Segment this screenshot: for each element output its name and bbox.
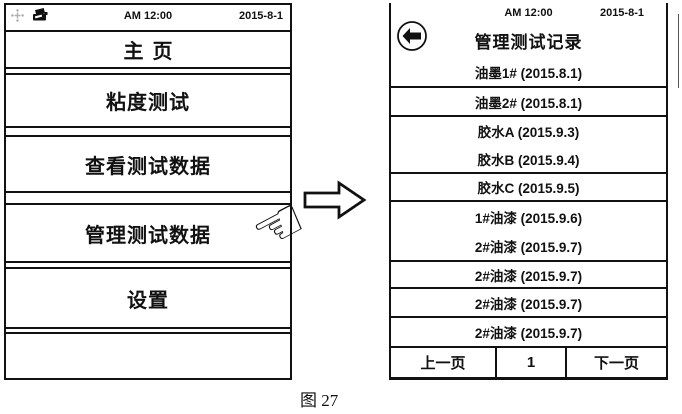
back-arrow-icon (396, 21, 428, 56)
record-label: 2#油漆 (2015.9.7) (474, 296, 583, 312)
clock-time: AM 12:00 (504, 7, 553, 19)
record-row[interactable]: 胶水B (2015.9.4) (391, 145, 666, 174)
menu-item-home[interactable]: 主页 (6, 32, 290, 69)
crosshair-pointer-icon (11, 9, 24, 25)
record-row[interactable]: 胶水C (2015.9.5) (391, 174, 666, 202)
manage-records-screen: AM 12:00 2015-8-1 管理测试记录 油墨1# (2015.8.1)… (389, 3, 668, 380)
printer-icon (31, 7, 49, 26)
status-bar: AM 12:00 2015-8-1 (6, 5, 290, 32)
record-label: 2#油漆 (2015.9.7) (474, 326, 583, 341)
main-menu-screen: AM 12:00 2015-8-1 主页 粘度测试 查看测试数据 管理测试数据 … (4, 3, 292, 380)
record-label: 油墨2# (2015.8.1) (474, 95, 583, 111)
record-label: 2#油漆 (2015.9.7) (474, 240, 583, 255)
next-page-button[interactable]: 下一页 (593, 355, 639, 372)
pagination-bar: 上一页 1 下一页 (391, 348, 666, 377)
prev-page-button[interactable]: 上一页 (420, 355, 466, 372)
status-bar: AM 12:00 2015-8-1 (391, 3, 666, 23)
date: 2015-8-1 (599, 7, 644, 19)
figure-caption: 图 27 (300, 391, 339, 410)
empty-menu-row (6, 332, 290, 378)
menu-item-settings[interactable]: 设置 (6, 267, 290, 329)
record-row[interactable]: 2#油漆 (2015.9.7) (391, 289, 666, 318)
record-label: 油墨1# (2015.8.1) (474, 65, 583, 81)
menu-item-label: 粘度测试 (106, 92, 190, 114)
clock-time: AM 12:00 (123, 10, 173, 22)
record-row[interactable]: 2#油漆 (2015.9.7) (391, 262, 666, 289)
title-bar: 管理测试记录 (391, 20, 666, 57)
record-label: 胶水B (2015.9.4) (477, 152, 580, 168)
menu-item-viscosity-test[interactable]: 粘度测试 (6, 73, 290, 128)
record-label: 2#油漆 (2015.9.7) (474, 268, 583, 284)
record-row[interactable]: 2#油漆 (2015.9.7) (391, 318, 666, 348)
page-title: 管理测试记录 (474, 32, 583, 52)
record-row[interactable]: 油墨1# (2015.8.1) (391, 57, 666, 88)
menu-item-label: 主页 (123, 41, 182, 63)
status-icons (11, 7, 49, 26)
back-button[interactable] (396, 20, 428, 52)
record-label: 胶水A (2015.9.3) (477, 125, 580, 140)
record-row[interactable]: 胶水A (2015.9.3) (391, 117, 666, 145)
record-list: 油墨1# (2015.8.1) 油墨2# (2015.8.1) 胶水A (201… (391, 57, 666, 348)
record-label: 1#油漆 (2015.9.6) (474, 211, 583, 226)
record-row[interactable]: 1#油漆 (2015.9.6) (391, 202, 666, 232)
record-label: 胶水C (2015.9.5) (477, 181, 580, 196)
menu-item-label: 管理测试数据 (85, 224, 211, 247)
menu-item-label: 查看测试数据 (85, 155, 211, 178)
record-row[interactable]: 2#油漆 (2015.9.7) (391, 232, 666, 262)
date: 2015-8-1 (238, 10, 283, 22)
current-page-number: 1 (495, 348, 567, 377)
scan-edge-line (678, 14, 679, 88)
menu-item-view-test-data[interactable]: 查看测试数据 (6, 135, 290, 193)
menu-item-manage-test-data[interactable]: 管理测试数据 (6, 203, 290, 263)
record-row[interactable]: 油墨2# (2015.8.1) (391, 88, 666, 117)
menu-item-label: 设置 (127, 289, 169, 312)
right-block-arrow-icon (302, 179, 368, 226)
